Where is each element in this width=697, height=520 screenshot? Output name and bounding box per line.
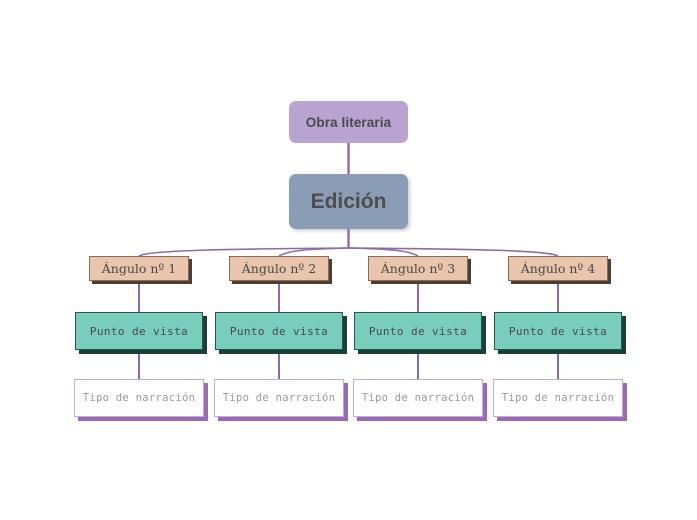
node-tipo-de-narracion-1[interactable]: Tipo de narración xyxy=(74,379,204,417)
node-angulo-3-label: Ángulo nº 3 xyxy=(380,261,456,276)
node-angulo-4-label: Ángulo nº 4 xyxy=(520,261,596,276)
node-angulo-2[interactable]: Ángulo nº 2 xyxy=(229,256,329,281)
node-tipo-de-narracion-3[interactable]: Tipo de narración xyxy=(353,379,483,417)
node-angulo-2-label: Ángulo nº 2 xyxy=(241,261,317,276)
node-edicion[interactable]: Edición xyxy=(289,174,408,229)
node-tipo-de-narracion-2[interactable]: Tipo de narración xyxy=(214,379,344,417)
node-punto-de-vista-3-label: Punto de vista xyxy=(368,324,468,338)
node-tipo-de-narracion-4[interactable]: Tipo de narración xyxy=(493,379,623,417)
node-tipo-de-narracion-1-label: Tipo de narración xyxy=(82,392,196,404)
node-angulo-1[interactable]: Ángulo nº 1 xyxy=(89,256,189,281)
node-punto-de-vista-3[interactable]: Punto de vista xyxy=(354,312,482,350)
node-angulo-1-label: Ángulo nº 1 xyxy=(101,261,177,276)
node-punto-de-vista-1-label: Punto de vista xyxy=(89,324,189,338)
node-punto-de-vista-4[interactable]: Punto de vista xyxy=(494,312,622,350)
node-tipo-de-narracion-3-label: Tipo de narración xyxy=(361,392,475,404)
node-punto-de-vista-2-label: Punto de vista xyxy=(229,324,329,338)
node-punto-de-vista-4-label: Punto de vista xyxy=(508,324,608,338)
node-punto-de-vista-1[interactable]: Punto de vista xyxy=(75,312,203,350)
node-obra-literaria[interactable]: Obra literaria xyxy=(289,101,408,143)
node-tipo-de-narracion-2-label: Tipo de narración xyxy=(222,392,336,404)
node-punto-de-vista-2[interactable]: Punto de vista xyxy=(215,312,343,350)
node-angulo-4[interactable]: Ángulo nº 4 xyxy=(508,256,608,281)
node-angulo-3[interactable]: Ángulo nº 3 xyxy=(368,256,468,281)
node-edicion-label: Edición xyxy=(310,189,387,213)
node-obra-literaria-label: Obra literaria xyxy=(305,114,392,130)
node-tipo-de-narracion-4-label: Tipo de narración xyxy=(501,392,615,404)
